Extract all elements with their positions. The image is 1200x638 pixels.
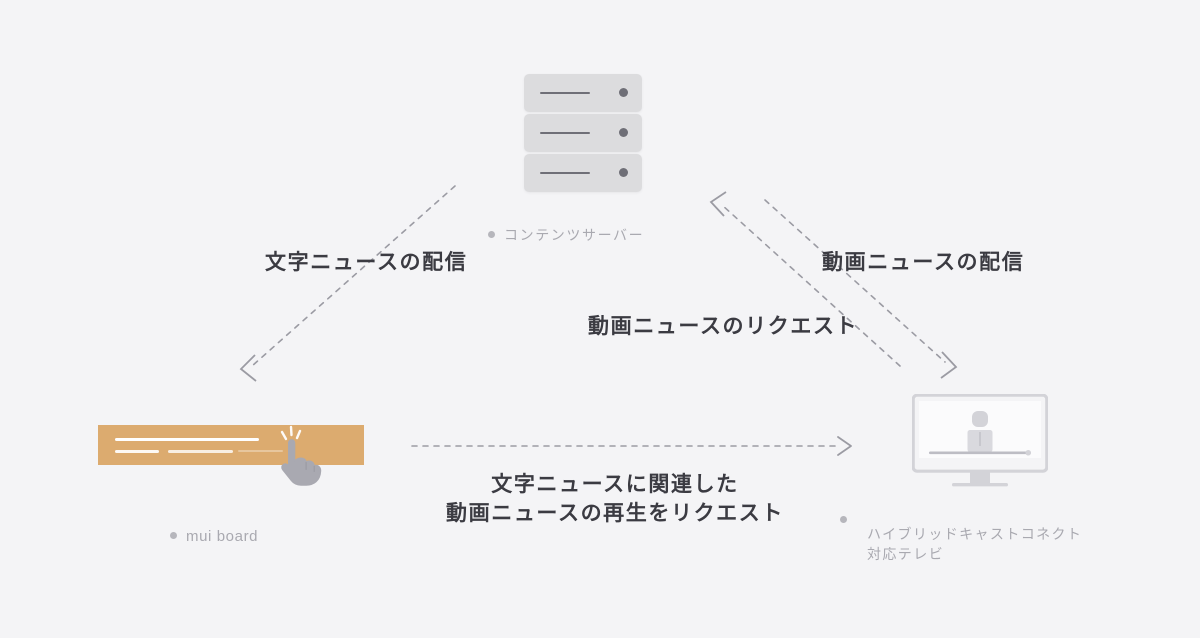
tap-hand-icon	[280, 425, 322, 486]
server-bar-icon	[540, 132, 590, 134]
node-mui-board[interactable]	[98, 425, 364, 465]
mui-board-line-secondary-c	[238, 450, 283, 452]
label-content-server: コンテンツサーバー	[488, 205, 644, 245]
label-mui-board: mui board	[170, 507, 258, 547]
server-bar-icon	[540, 92, 590, 94]
flow-label-video-news-request: 動画ニュースのリクエスト	[588, 315, 859, 338]
bullet-icon	[840, 516, 847, 523]
flow-label-text-news-delivery: 文字ニュースの配信	[265, 251, 468, 274]
hybridcast-tv-label-text: ハイブリッドキャストコネクト 対応テレビ	[867, 526, 1083, 562]
arrow-video-news-delivery	[764, 199, 958, 379]
server-led-icon	[619, 168, 628, 177]
server-card	[524, 74, 642, 112]
bullet-icon	[170, 532, 177, 539]
arrow-play-request	[411, 436, 852, 456]
content-server-label-text: コンテンツサーバー	[504, 227, 645, 243]
flow-label-play-request: 文字ニュースに関連した 動画ニュースの再生をリクエスト	[446, 473, 784, 525]
mui-board-line-secondary-a	[115, 450, 159, 453]
node-content-server[interactable]	[524, 74, 642, 194]
node-hybridcast-tv[interactable]	[912, 394, 1048, 490]
server-card	[524, 114, 642, 152]
flow-label-video-news-delivery: 動画ニュースの配信	[822, 251, 1025, 274]
label-hybridcast-tv: ハイブリッドキャストコネクト 対応テレビ	[840, 504, 1082, 564]
arrow-text-news-delivery	[239, 185, 456, 382]
server-bar-icon	[540, 172, 590, 174]
server-card	[524, 154, 642, 192]
bullet-icon	[488, 231, 495, 238]
mui-board-line-primary	[115, 438, 259, 441]
server-led-icon	[619, 128, 628, 137]
mui-board-line-secondary-b	[168, 450, 233, 453]
server-led-icon	[619, 88, 628, 97]
mui-board-label-text: mui board	[186, 528, 259, 545]
